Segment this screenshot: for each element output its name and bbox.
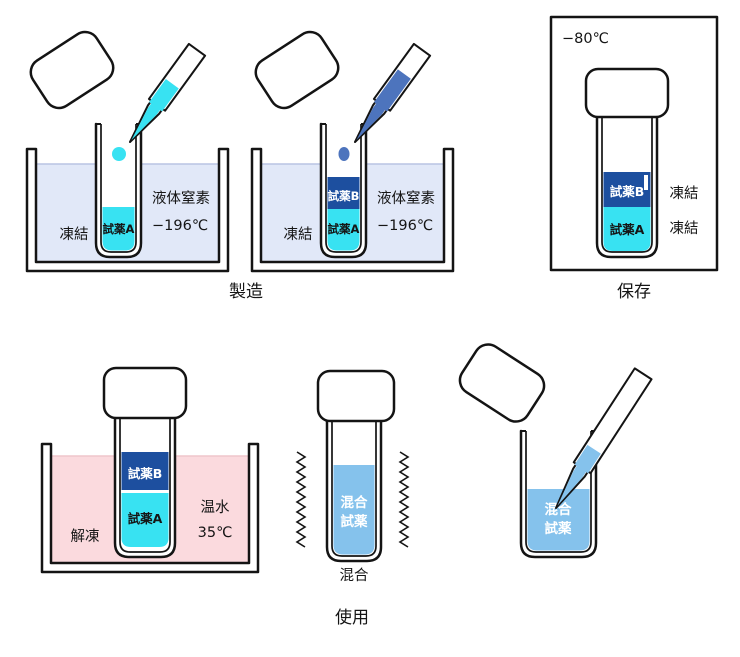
reagent-a-fill (121, 493, 169, 547)
tube-cap (254, 30, 340, 110)
mixed-reagent-fill (527, 489, 590, 551)
reagent-a-fill (102, 207, 135, 251)
test-tube-inner-wall (601, 117, 653, 253)
thaw-label: 解凍 (71, 528, 100, 545)
reagent-b-label: 試薬B (328, 189, 360, 203)
stage-caption-manufacture: 製造 (229, 282, 263, 302)
warm-water-temp-label: 35℃ (198, 525, 233, 541)
reagent-a-label: 試薬A (328, 222, 360, 236)
pipette-liquid (557, 444, 601, 506)
reagent-a-label: 試薬A (610, 222, 645, 237)
bath-container (25, 147, 230, 273)
mixed-reagent-label-line1: 混合 (545, 501, 573, 518)
liquid-nitrogen-label: 液体窒素 (152, 189, 210, 207)
test-tube-inner-wall (325, 124, 362, 253)
reagent-b-label: 試薬B (128, 466, 163, 481)
liquid-nitrogen-label: 液体窒素 (377, 189, 435, 207)
reagent-b-label: 試薬B (610, 184, 645, 199)
mixed-reagent-label-line2: 試薬 (545, 520, 573, 537)
tube-cap (29, 30, 115, 110)
highlight-mark (644, 175, 648, 190)
droplet-icon (112, 147, 126, 161)
pipette-liquid (356, 69, 411, 140)
nitrogen-temp-label: −196℃ (377, 218, 433, 234)
bath-container (250, 147, 455, 273)
pipette-icon (129, 42, 207, 143)
reagent-b-fill (121, 452, 169, 490)
bath-container (40, 442, 260, 574)
usage-thaw: 試薬B 試薬A 解凍 温水 35℃ (40, 366, 260, 574)
manufacture-step2: 試薬B 試薬A 凍結 液体窒素 −196℃ (250, 30, 455, 273)
tube-cap (458, 343, 546, 423)
freeze-label: 凍結 (284, 226, 313, 243)
test-tube-inner-wall (331, 420, 377, 557)
pipette-icon (555, 367, 653, 509)
shake-lines-left-icon (295, 451, 307, 548)
reagent-a-label: 試薬A (128, 511, 163, 526)
reagent-a-fill (327, 209, 360, 251)
tube-cap (102, 366, 188, 420)
test-tube-inner-wall (100, 124, 137, 253)
reagent-b-fill (603, 172, 651, 207)
reagent-a-fill (603, 207, 651, 251)
stage-caption-usage: 使用 (335, 607, 369, 628)
warm-water-label: 温水 (201, 499, 230, 516)
tube-cap (316, 369, 396, 423)
reagent-a-label: 試薬A (103, 222, 135, 236)
mixed-reagent-label-line1: 混合 (341, 494, 368, 511)
nitrogen-temp-label: −196℃ (152, 218, 208, 234)
storage-panel: −80℃ 試薬B 試薬A 凍結 凍結 (549, 15, 719, 272)
droplet-icon (338, 147, 350, 161)
mixed-reagent-fill (333, 465, 375, 555)
freeze-label-top: 凍結 (670, 185, 699, 202)
usage-mix: 混合 試薬 混合 (295, 369, 410, 584)
pipette-icon (354, 42, 432, 143)
freeze-label-bottom: 凍結 (670, 220, 699, 237)
freezer-temp-label: −80℃ (562, 31, 609, 47)
pipette-liquid (131, 79, 179, 140)
manufacture-step1: 試薬A 凍結 液体窒素 −196℃ (25, 30, 230, 273)
tube-cap (584, 67, 670, 119)
usage-draw: 混合 試薬 (458, 343, 653, 559)
mixed-reagent-label-line2: 試薬 (341, 513, 368, 530)
test-tube-inner-wall (525, 431, 592, 553)
shake-lines-right-icon (398, 451, 410, 548)
freeze-label: 凍結 (60, 226, 89, 243)
test-tube-inner-wall (119, 418, 171, 553)
mix-caption: 混合 (340, 567, 369, 584)
reagent-b-fill (327, 177, 360, 209)
stage-caption-storage: 保存 (617, 282, 651, 302)
